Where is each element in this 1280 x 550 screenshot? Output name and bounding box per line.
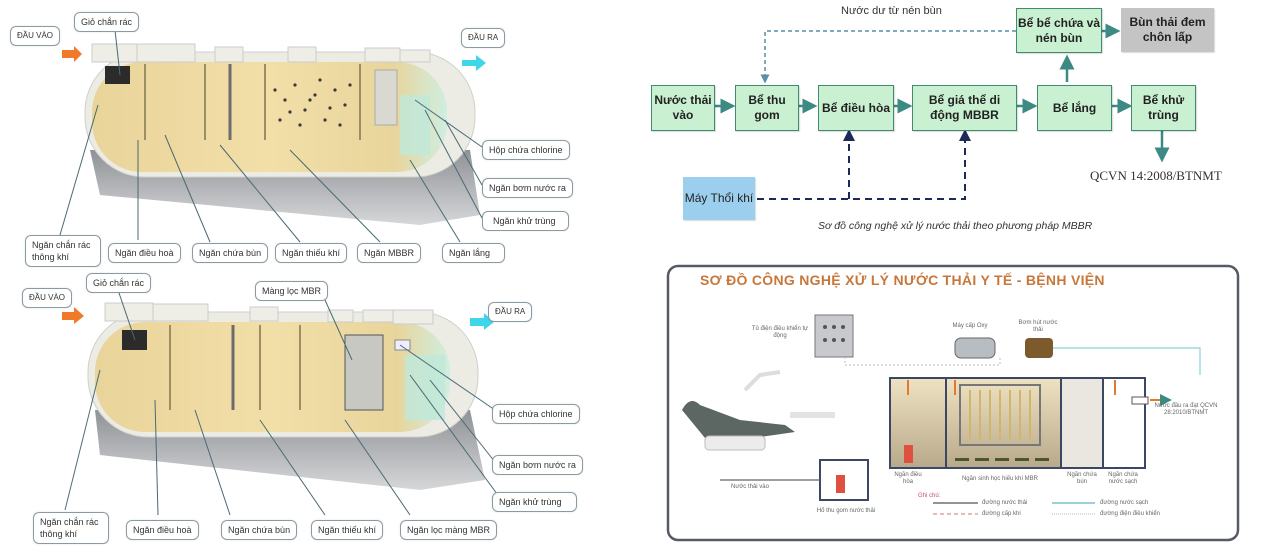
label-ngan-chua-nuoc-sach: Ngăn chứa nước sạch <box>1108 472 1138 485</box>
label-may-cap-oxy: Máy cấp Oxy <box>952 323 988 329</box>
box-may-thoi-khi: Máy Thổi khí <box>683 177 755 220</box>
box-nuoc-thai-vao: Nước thải vào <box>651 85 715 131</box>
callout-ngan-thieu-khi-top: Ngăn thiếu khí <box>275 243 348 263</box>
tank-top-drawing <box>59 29 486 243</box>
label-ho-thu-gom: Hố thu gom nước thải <box>816 508 876 514</box>
callout-ngan-chua-bun-top: Ngăn chứa bùn <box>192 243 269 263</box>
label-nuoc-thai-vao: Nước thải vào <box>731 484 769 490</box>
callout-hop-chlorine-top: Hộp chứa chlorine <box>482 140 570 160</box>
box-text: Nước thải vào <box>654 93 712 122</box>
box-text: Bùn thải đem chôn lấp <box>1129 15 1206 44</box>
box-be-thu-gom: Bể thu gom <box>735 85 799 131</box>
callout-hop-chlorine-bottom: Hộp chứa chlorine <box>492 404 580 424</box>
inlet-label-top: ĐẦU VÀO <box>10 26 61 46</box>
callout-ngan-chua-bun-bottom: Ngăn chứa bùn <box>221 520 298 540</box>
box-be-dieu-hoa: Bể điều hòa <box>818 85 894 131</box>
outlet-arrow-top <box>462 55 486 71</box>
callout-gio-chan-rac-bottom: Giỏ chắn rác <box>86 273 152 293</box>
box-text: Bể bể chứa và nén bùn <box>1017 15 1101 45</box>
callout-ngan-thieu-khi-bottom: Ngăn thiếu khí <box>311 520 384 540</box>
callout-ngan-bom-top: Ngăn bơm nước ra <box>482 178 573 198</box>
flow-connectors <box>713 23 1170 200</box>
callout-ngan-lang-top: Ngăn lắng <box>442 243 506 263</box>
box-text: Bể giá thể di động MBBR <box>928 93 1001 122</box>
trash-basket <box>105 66 130 84</box>
callout-mang-loc-mbr: Màng lọc MBR <box>255 281 329 301</box>
label-ngan-sinh-hoc: Ngăn sinh học hiếu khí MBR <box>961 476 1039 482</box>
callout-ngan-dieu-hoa-top: Ngăn điều hoà <box>108 243 181 263</box>
box-text: Bể lắng <box>1052 100 1097 115</box>
legend-item: đường nước thải <box>982 500 1028 506</box>
tank-bottom-drawing <box>62 289 501 516</box>
inlet-label-bottom: ĐẦU VÀO <box>22 288 73 308</box>
hospital-drawing <box>682 314 1201 515</box>
callout-gio-chan-rac-top: Giỏ chắn rác <box>74 12 140 32</box>
box-bun-thai: Bùn thải đem chôn lấp <box>1121 8 1214 52</box>
box-text: Bể điều hòa <box>821 100 890 115</box>
label-nuoc-dau-ra: Nước đầu ra đạt QCVN 28:2010/BTNMT <box>1154 403 1218 416</box>
outlet-label-bottom: ĐẦU RA <box>488 302 533 322</box>
box-text: Bể thu gom <box>748 93 786 122</box>
box-be-chua-bun: Bể bể chứa và nén bùn <box>1016 8 1102 53</box>
box-be-khu-trung: Bể khử trùng <box>1131 85 1196 131</box>
box-be-lang: Bể lắng <box>1037 85 1112 131</box>
callout-ngan-bom-bottom: Ngăn bơm nước ra <box>492 455 583 475</box>
mbbr-media <box>273 78 352 127</box>
inlet-arrow-top <box>62 46 82 62</box>
label-ngan-dieu-hoa: Ngăn điều hòa <box>894 472 922 485</box>
box-be-mbbr: Bể giá thể di động MBBR <box>912 85 1017 131</box>
legend-title: Ghi chú: <box>918 493 941 499</box>
callout-ngan-mbbr-top: Ngăn MBBR <box>357 243 422 263</box>
outlet-label-top: ĐẦU RA <box>461 28 506 48</box>
legend-item: đường nước sạch <box>1100 500 1149 506</box>
standard-label: QCVN 14:2008/BTNMT <box>1090 168 1222 183</box>
label-ngan-chua-bun: Ngăn chứa bùn <box>1067 472 1097 485</box>
legend-item: đường cấp khí <box>982 511 1021 517</box>
box-text: Máy Thổi khí <box>684 191 754 205</box>
recycle-label: Nước dư từ nén bùn <box>841 5 942 17</box>
callout-ngan-chan-rac-top: Ngăn chắn rác thông khí <box>25 235 101 267</box>
legend-item: đường điện điều khiển <box>1100 511 1160 517</box>
label-bom-hut: Bơm hút nước thải <box>1018 320 1058 333</box>
callout-ngan-khu-trung-top: Ngăn khử trùng <box>482 211 569 231</box>
callout-ngan-khu-trung-bottom: Ngăn khử trùng <box>492 492 577 512</box>
hospital-title: SƠ ĐỒ CÔNG NGHỆ XỬ LÝ NƯỚC THẢI Y TẾ - B… <box>700 272 1105 288</box>
label-tu-dien: Tủ điện điều khiển tự động <box>751 326 809 339</box>
flow-caption: Sơ đồ công nghệ xử lý nước thải theo phư… <box>818 220 1093 232</box>
mbr-membrane <box>344 334 384 411</box>
box-text: Bể khử trùng <box>1142 93 1185 122</box>
callout-ngan-chan-rac-bottom: Ngăn chắn rác thông khí <box>33 512 109 544</box>
callout-ngan-loc-mang-mbr: Ngăn lọc màng MBR <box>400 520 498 540</box>
callout-ngan-dieu-hoa-bottom: Ngăn điều hoà <box>126 520 199 540</box>
